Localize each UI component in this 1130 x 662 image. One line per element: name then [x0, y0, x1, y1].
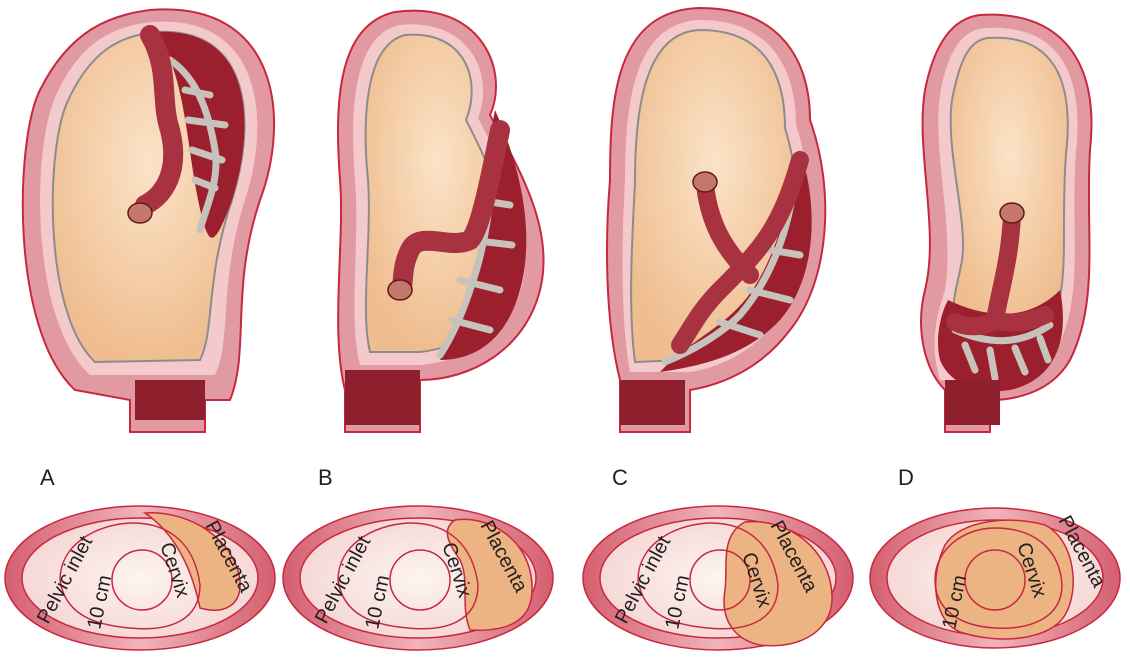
panel-label-c: C: [612, 465, 628, 491]
uterus-d: [921, 15, 1091, 432]
cross-section-c: Pelvic inlet 10 cm Cervix Placenta: [583, 506, 853, 650]
panel-label-b: B: [318, 465, 333, 491]
uterus-c: [607, 8, 825, 432]
cross-section-b: Pelvic inlet 10 cm Cervix Placenta: [283, 506, 553, 650]
cross-section-a: Pelvic inlet 10 cm Cervix Placenta: [5, 506, 275, 650]
panel-label-a: A: [40, 465, 55, 491]
uterus-a: [23, 9, 274, 432]
uterus-b: [338, 11, 544, 432]
cross-section-d: 10 cm Cervix Placenta: [870, 508, 1120, 648]
panel-label-d: D: [898, 465, 914, 491]
